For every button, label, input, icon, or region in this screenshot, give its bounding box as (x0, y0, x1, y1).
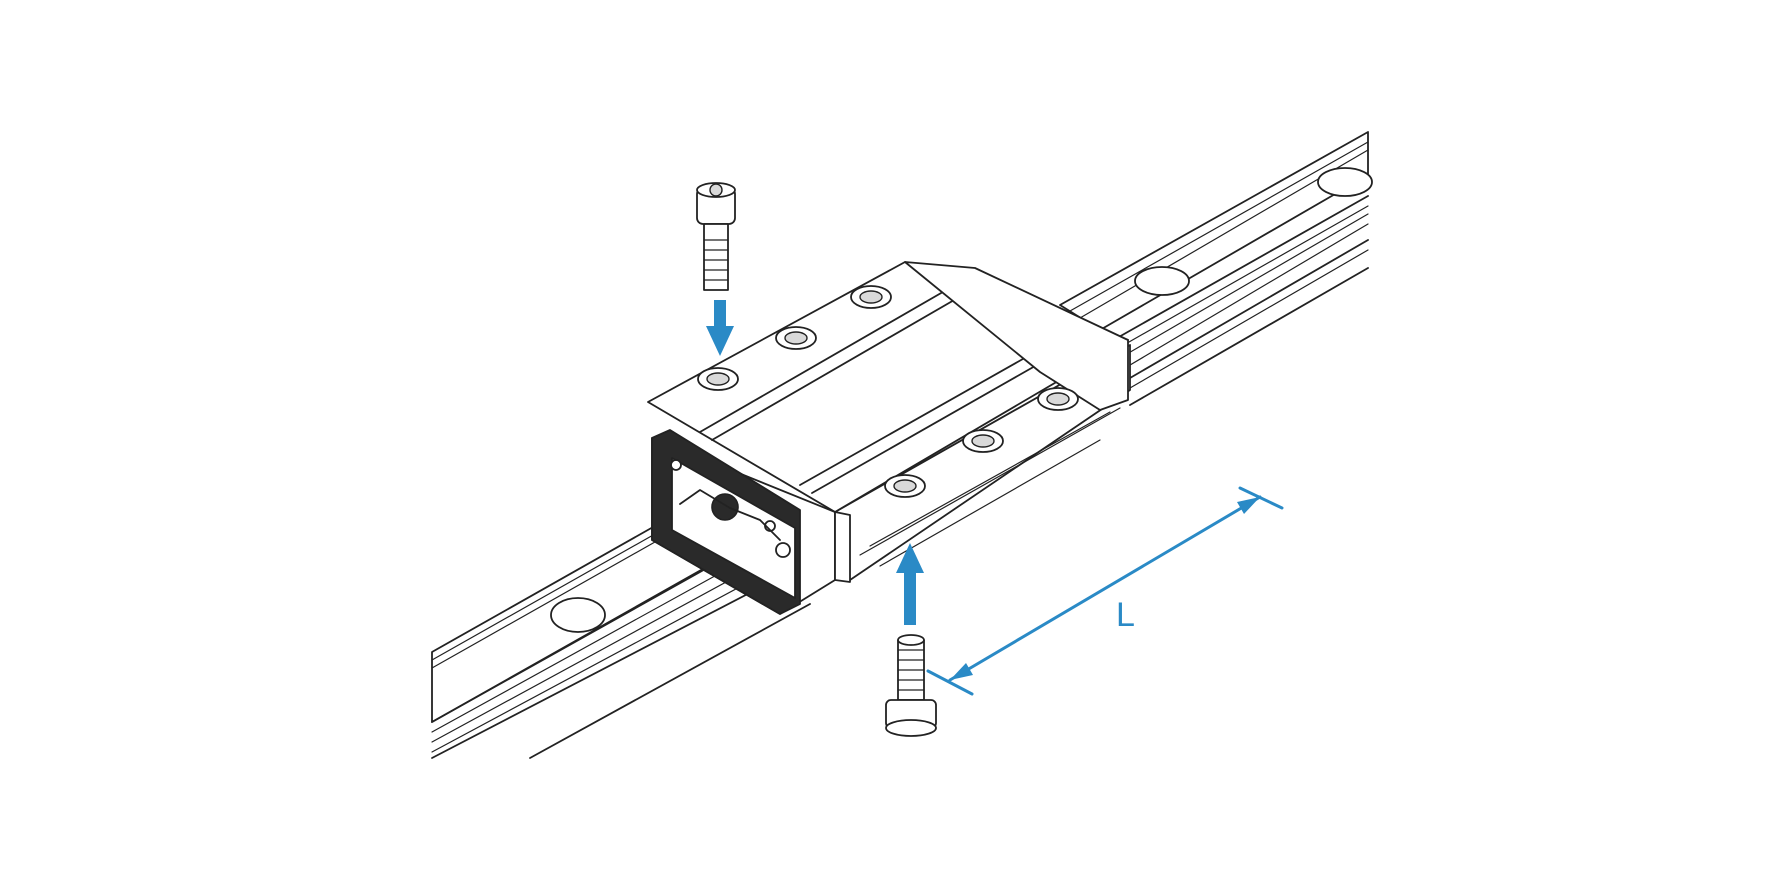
rail-mounting-hole (1317, 167, 1373, 197)
rail-mounting-hole (1134, 266, 1190, 296)
socket-head-cap-screw-icon (696, 182, 736, 291)
block-mounting-holes (697, 285, 1079, 498)
dimension-label: L (1116, 596, 1135, 634)
rail-back-segment (1059, 131, 1373, 406)
carriage-block (647, 261, 1131, 615)
length-dimension: L (926, 486, 1284, 696)
rail-mounting-hole (550, 597, 606, 633)
arrow-down-icon (706, 300, 734, 356)
socket-head-cap-screw-icon (885, 634, 937, 737)
grease-nipple (711, 493, 739, 521)
arrow-up-icon (896, 543, 924, 625)
